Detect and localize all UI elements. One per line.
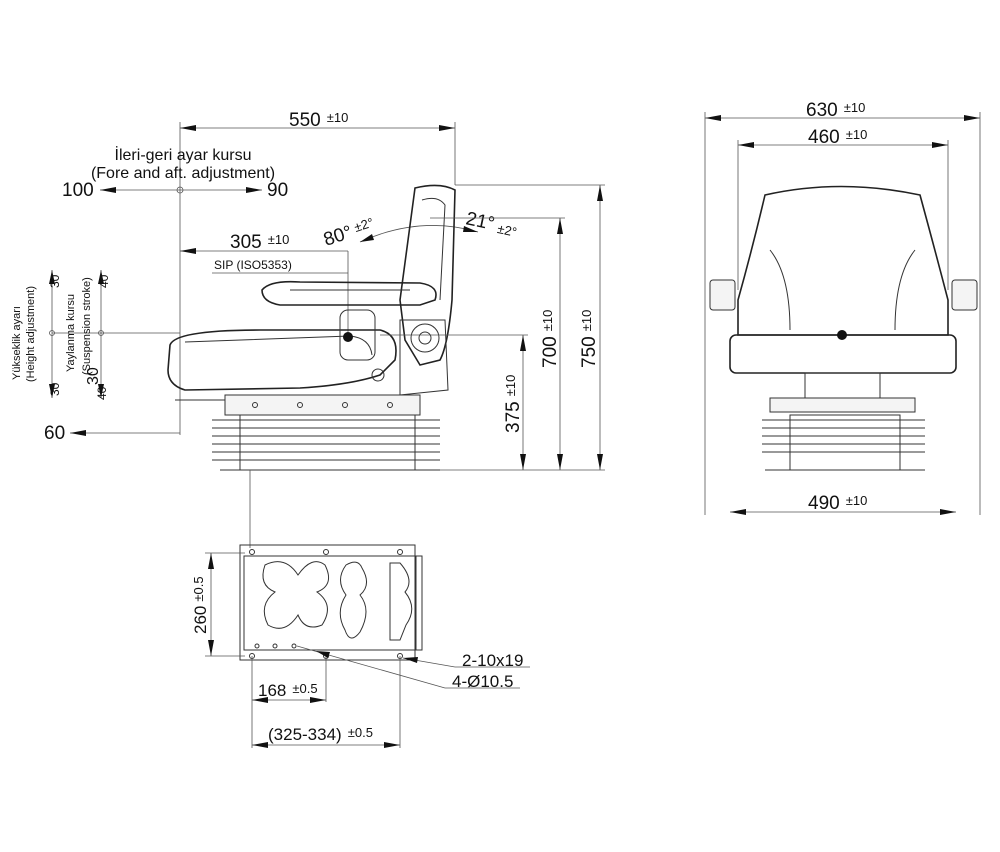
center-marker <box>98 330 104 336</box>
backrest-angle-arc <box>359 225 479 243</box>
arrow-icon <box>180 248 196 254</box>
width-460-label: 460±10 <box>808 127 867 148</box>
arrow-icon <box>439 125 455 131</box>
cross-cutout <box>262 561 330 629</box>
suspension-down: 40 <box>95 386 109 400</box>
suspension-mid: 30 <box>85 367 102 385</box>
holes-label: 4-Ø10.5 <box>452 672 513 691</box>
arrow-icon <box>316 651 330 658</box>
arrow-icon <box>98 270 104 284</box>
arrow-icon <box>100 187 116 193</box>
arrow-icon <box>597 454 603 470</box>
fore-aft-label-en: (Fore and aft. adjustment) <box>91 165 275 182</box>
arrow-icon <box>557 454 563 470</box>
slot-cutout <box>389 562 413 641</box>
arrow-icon <box>98 384 104 398</box>
arrow-icon <box>520 335 526 351</box>
fore-aft-front-value: 90 <box>267 180 288 201</box>
arrow-icon <box>180 125 196 131</box>
arrow-icon <box>208 640 214 656</box>
arrow-icon <box>252 742 268 748</box>
arrow-icon <box>730 509 746 515</box>
arrow-icon <box>252 697 268 703</box>
arrow-icon <box>520 454 526 470</box>
center-marker <box>176 186 184 194</box>
arrow-icon <box>705 115 721 121</box>
suspension-label-tr: Yaylanma kursu <box>65 294 77 372</box>
arrow-icon <box>70 430 86 436</box>
sip-label: SIP (ISO5353) <box>214 258 292 272</box>
spacing-325-label: (325-334)±0.5 <box>268 725 373 744</box>
side-view: 550±10 İleri-geri ayar kursu (Fore and a… <box>11 110 605 548</box>
width-490-label: 490±10 <box>808 493 867 514</box>
slots-label: 2-10x19 <box>462 651 523 670</box>
angle-80-label: 80°±2° <box>321 215 377 251</box>
sip-marker <box>343 332 353 342</box>
sip-marker <box>837 330 847 340</box>
seat-front-illustration <box>709 185 978 471</box>
arrow-icon <box>940 509 956 515</box>
arrow-icon <box>49 270 55 284</box>
spacing-168-label: 168±0.5 <box>258 681 318 700</box>
height-adjust-down: 30 <box>48 382 62 396</box>
height-700-label: 700±10 <box>540 310 561 368</box>
arrow-icon <box>246 187 262 193</box>
fore-aft-label-tr: İleri-geri ayar kursu <box>115 145 252 164</box>
seat-side-illustration <box>167 184 456 471</box>
arrow-icon <box>738 142 754 148</box>
angle-21-label: 21°±2° <box>464 208 520 239</box>
center-marker <box>49 330 55 336</box>
bellows <box>212 414 440 471</box>
height-adjust-up: 30 <box>48 274 62 288</box>
height-adjust-label-en: (Height adjustment) <box>25 286 37 382</box>
arrow-icon <box>964 115 980 121</box>
arrow-icon <box>932 142 948 148</box>
height-750-label: 750±10 <box>579 310 600 368</box>
arrow-icon <box>557 218 563 234</box>
plate-rail <box>415 555 423 651</box>
arrow-icon <box>403 657 418 663</box>
arrow-icon <box>310 697 326 703</box>
suspension-label-en: (Suspension stroke) <box>81 277 93 375</box>
plate-outline <box>239 544 416 661</box>
arrow-icon <box>360 234 374 242</box>
slot-cutout <box>339 561 367 639</box>
sip-305-label: 305±10 <box>230 232 289 253</box>
height-375-label: 375±10 <box>503 375 524 433</box>
front-view: 630±10 460±10 490±10 <box>704 100 981 515</box>
arrow-icon <box>597 185 603 201</box>
width-630-label: 630±10 <box>806 100 865 121</box>
arrow-icon <box>463 226 478 232</box>
depth-260-label: 260±0.5 <box>191 576 210 634</box>
height-adjust-label-tr: Yükseklik ayarı <box>11 306 23 380</box>
bottom-offset-value: 60 <box>44 423 65 444</box>
width-550-label: 550±10 <box>289 110 348 131</box>
base-plate-view: 260±0.5 168±0.5 (325-334)±0.5 2-10x19 4-… <box>191 544 530 748</box>
suspension-up: 40 <box>97 274 111 288</box>
mounting-holes <box>249 549 403 659</box>
arrow-icon <box>49 384 55 398</box>
fore-aft-rear-value: 100 <box>62 180 94 201</box>
arrow-icon <box>384 742 400 748</box>
arrow-icon <box>208 553 214 569</box>
